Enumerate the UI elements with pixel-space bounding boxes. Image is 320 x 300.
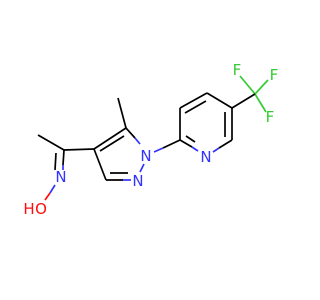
bond-c-f1 (239, 75, 256, 95)
bond-noxime-o-n (49, 184, 56, 194)
bond-c6-npy-n (212, 147, 220, 153)
bond-coxime-noxime (62, 149, 65, 166)
bond-c5-c4 (206, 92, 233, 109)
bond-c4-c3 (179, 92, 208, 109)
bond-c5-cf3 (231, 93, 256, 109)
fluorine-atom: F (266, 108, 275, 126)
bond-c2-n1-n (153, 147, 164, 153)
atom-labels: F F F N N N N O H (23, 61, 278, 218)
bond-c4-c3-double (184, 100, 207, 114)
bond-c2-npy-n (191, 146, 199, 152)
bond-c2-npy-double (185, 135, 196, 143)
nitrogen-atom-oxime: N (55, 168, 66, 186)
hydrogen-atom-oxime: H (23, 200, 34, 218)
bond-c4pz-c3pz (93, 148, 107, 181)
bonds (37, 75, 269, 201)
bond-c-f3 (254, 93, 267, 113)
bond-c-f2 (254, 79, 269, 95)
nitrogen-atom-pyrazole-n2: N (132, 172, 143, 190)
bond-n2-n1 (139, 163, 145, 173)
oxygen-atom-oxime: O (35, 200, 47, 218)
bond-c2-npy (179, 139, 193, 148)
molecule-structure: F F F N N N N O H (23, 61, 278, 218)
nitrogen-atom-pyridine: N (200, 148, 211, 166)
nitrogen-atom-pyrazole-n1: N (140, 147, 151, 165)
bond-coxime-methyl (37, 134, 65, 151)
bond-c5-c4pz-double (99, 135, 125, 152)
bond-c5-methyl (117, 97, 127, 129)
bond-coxime-noxime-double (54, 152, 57, 171)
fluorine-atom: F (233, 61, 242, 79)
bond-c4pz-coxime (63, 148, 95, 151)
bond-c5-c4pz (93, 127, 127, 150)
bond-c2-n1 (162, 139, 181, 149)
bond-c6-npy (218, 139, 233, 149)
bond-n1-c5-n (134, 137, 141, 145)
fluorine-atom: F (270, 66, 279, 84)
bond-noxime-o-o (44, 192, 51, 201)
bond-n1-c5 (125, 127, 136, 139)
